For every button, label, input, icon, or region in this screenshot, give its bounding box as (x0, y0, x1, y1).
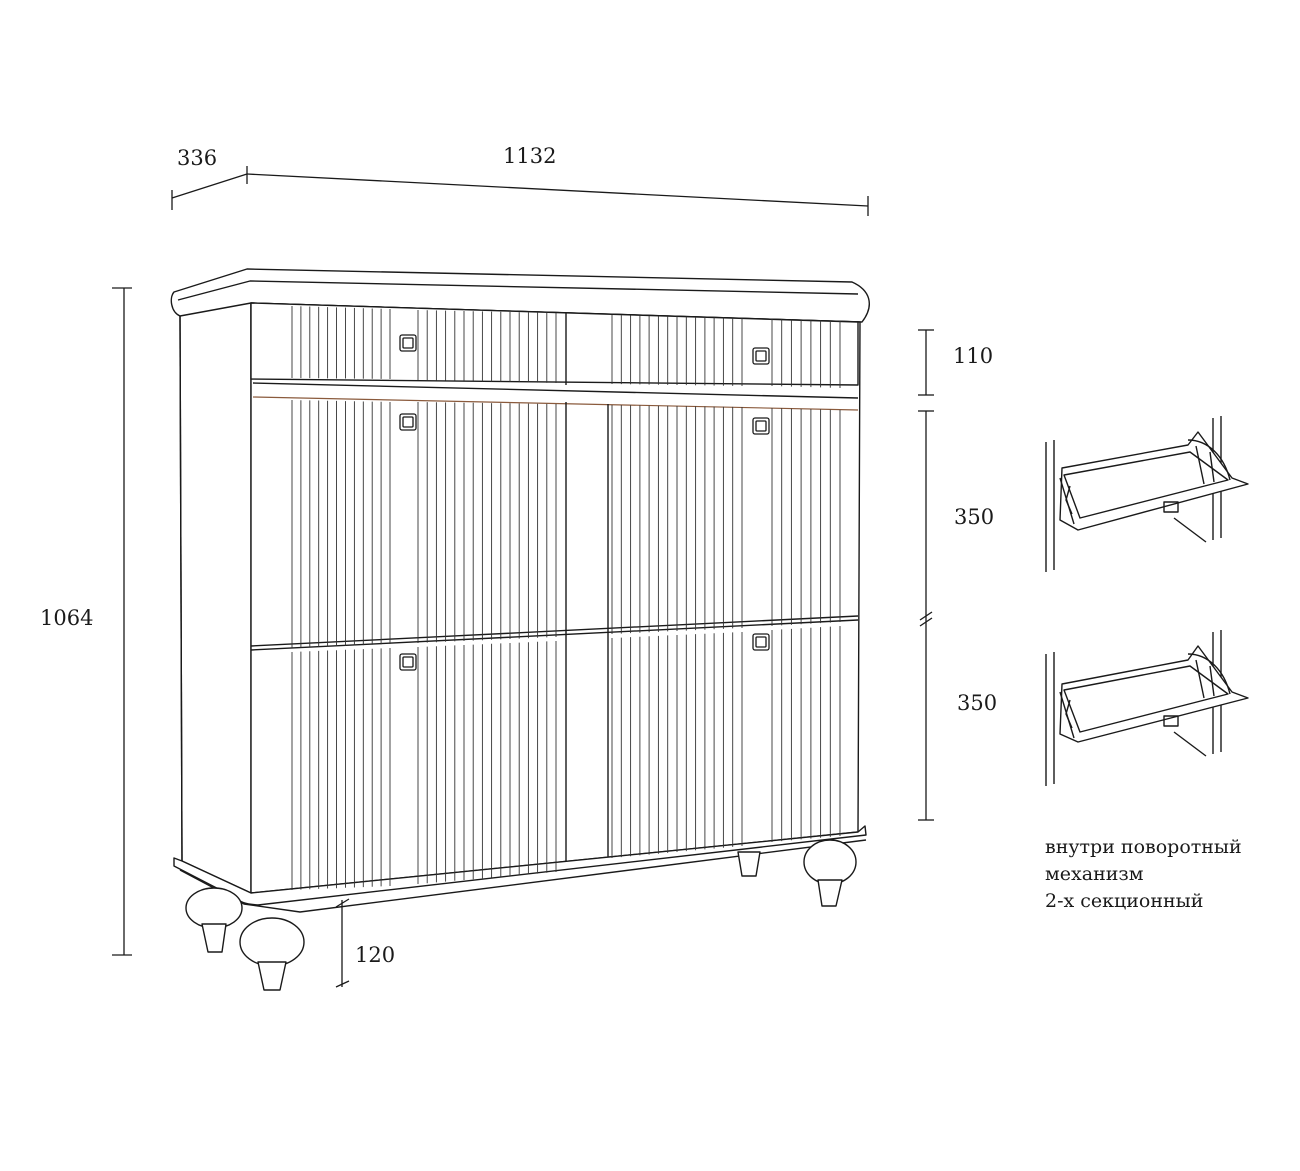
cabinet-top-cornice (170, 268, 870, 323)
cabinet-legs (185, 839, 857, 991)
mechanism-lower (1045, 630, 1249, 786)
cabinet-front (250, 302, 861, 894)
drawer-row (250, 302, 859, 386)
cabinet-side-panel (179, 299, 252, 894)
note-line-3: 2-х секционный (1045, 890, 1204, 912)
reeded-fronts (291, 306, 841, 890)
depth-label: 336 (177, 146, 217, 170)
mechanism-note: внутри поворотный механизм 2-х секционны… (1045, 834, 1295, 915)
dimension-lines (112, 166, 934, 988)
drawer-separator (252, 382, 859, 399)
shoe-cabinet-drawing (170, 268, 870, 991)
note-line-1: внутри поворотный (1045, 836, 1242, 858)
mechanism-upper (1045, 416, 1249, 572)
upper-section-height-label: 350 (954, 505, 994, 529)
section-divider (250, 615, 859, 647)
lower-section-height-label: 350 (957, 691, 997, 715)
leg-height-label: 120 (355, 943, 395, 967)
accent-line (252, 396, 859, 411)
door-handles (399, 334, 770, 671)
note-line-2: механизм (1045, 863, 1144, 885)
width-label: 1132 (503, 144, 556, 168)
height-label: 1064 (40, 606, 93, 630)
drawer-height-label: 110 (953, 344, 993, 368)
tilt-out-shoe-rack-mechanism (1045, 416, 1249, 786)
